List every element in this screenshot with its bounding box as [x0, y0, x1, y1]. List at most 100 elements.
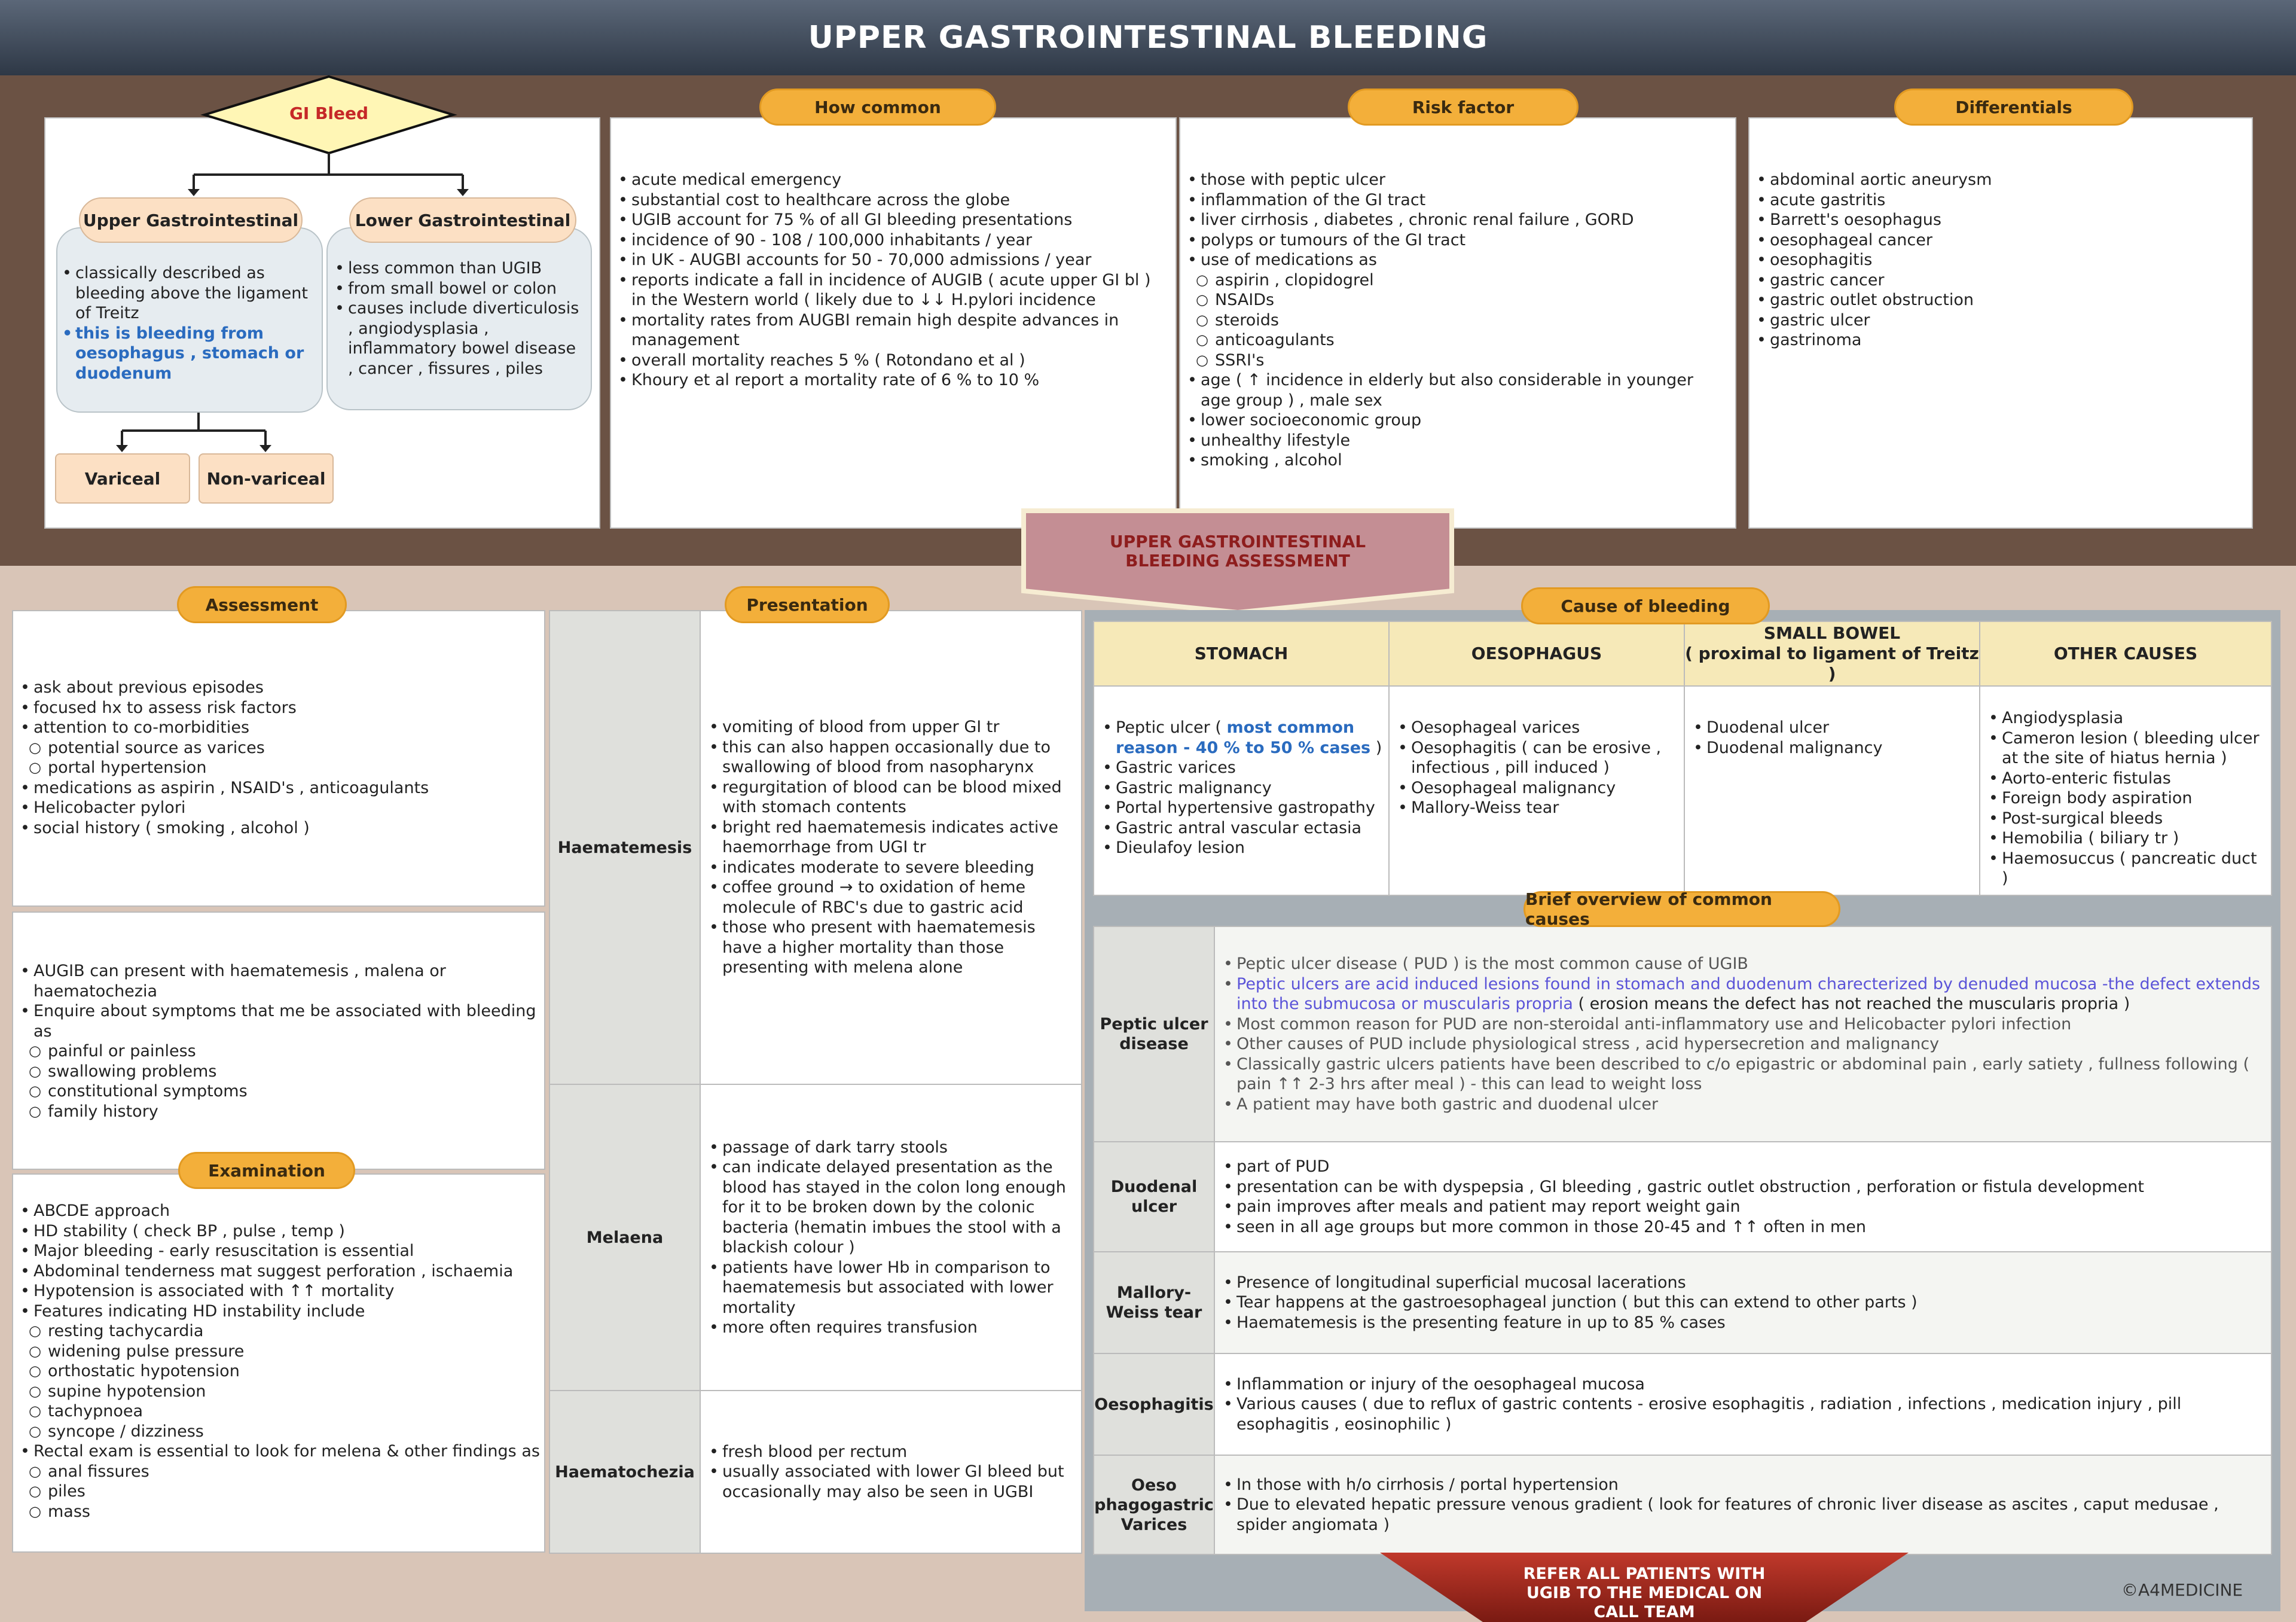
cause-stomach-item: Gastric malignancy: [1103, 778, 1384, 798]
cause-oesophagus-item: Mallory-Weiss tear: [1398, 798, 1679, 818]
differentials-label: Differentials: [1894, 89, 2133, 126]
pud-highlight: Peptic ulcers are acid induced lesions f…: [1236, 974, 2261, 1014]
risk-factor-list: those with peptic ulcer inflammation of …: [1187, 170, 1726, 471]
presentation-item: this can also happen occasionally due to…: [709, 737, 1074, 778]
assessment-banner-shape: [1021, 508, 1454, 615]
assessment-item: focused hx to assess risk factors: [20, 698, 541, 718]
risk-item: age ( ↑ incidence in elderly but also co…: [1187, 370, 1726, 410]
exam-item: Major bleeding - early resuscitation is …: [20, 1241, 543, 1261]
cause-table: STOMACH OESOPHAGUS SMALL BOWEL ( proxima…: [1093, 621, 2272, 896]
non-variceal-node: Non-variceal: [199, 453, 334, 504]
presentation-item: bright red haematemesis indicates active…: [709, 818, 1074, 858]
how-common-item: UGIB account for 75 % of all GI bleeding…: [618, 210, 1168, 230]
presentation-item: vomiting of blood from upper GI tr: [709, 717, 1074, 737]
duodenal-item: part of PUD: [1223, 1157, 2264, 1177]
assessment-item: attention to co-morbidities: [20, 718, 541, 738]
symptom-subitem: constitutional symptoms: [20, 1081, 542, 1102]
duodenal-item: presentation can be with dyspepsia , GI …: [1223, 1177, 2264, 1197]
overview-label-oesophagitis: Oesophagitis: [1093, 1353, 1215, 1456]
cause-small-bowel-item: Duodenal malignancy: [1693, 738, 1974, 758]
symptoms-list: AUGIB can present with haematemesis , ma…: [20, 961, 542, 1121]
varices-item: In those with h/o cirrhosis / portal hyp…: [1223, 1475, 2264, 1495]
upper-gi-highlight: this is bleeding from oesophagus , stoma…: [62, 324, 316, 384]
cause-highlight: most common reason - 40 % to 50 % cases: [1116, 718, 1371, 757]
how-common-item: acute medical emergency: [618, 170, 1168, 190]
cause-small-bowel-cell: Duodenal ulcer Duodenal malignancy: [1684, 685, 1980, 896]
cause-header-other: OTHER CAUSES: [1979, 621, 2272, 687]
page-title: UPPER GASTROINTESTINAL BLEEDING: [0, 0, 2296, 75]
exam-item: ABCDE approach: [20, 1201, 543, 1221]
variceal-node: Variceal: [55, 453, 190, 504]
pud-item: Classically gastric ulcers patients have…: [1223, 1054, 2264, 1094]
lower-gi-item: causes include diverticulosis , angiodys…: [335, 298, 586, 379]
overview-oesophagitis-body: Inflammation or injury of the oesophagea…: [1214, 1353, 2272, 1456]
symptom-item: Enquire about symptoms that me be associ…: [20, 1001, 542, 1041]
examination-list: ABCDE approach HD stability ( check BP ,…: [20, 1201, 543, 1522]
cause-stomach-item: Gastric varices: [1103, 758, 1384, 778]
oesophagitis-item: Inflammation or injury of the oesophagea…: [1223, 1374, 2264, 1395]
assessment-item: medications as aspirin , NSAID's , antic…: [20, 778, 541, 798]
symptom-item: AUGIB can present with haematemesis , ma…: [20, 961, 542, 1001]
cause-other-item: Post-surgical bleeds: [1989, 809, 2266, 829]
cause-header-stomach: STOMACH: [1093, 621, 1390, 687]
exam-subitem: supine hypotension: [20, 1382, 543, 1402]
presentation-item: coffee ground → to oxidation of heme mol…: [709, 877, 1074, 917]
cause-stomach-cell: Peptic ulcer ( most common reason - 40 %…: [1093, 685, 1390, 896]
cause-other-item: Hemobilia ( biliary tr ): [1989, 828, 2266, 849]
how-common-item: mortality rates from AUGBI remain high d…: [618, 310, 1168, 350]
upper-gi-list: classically described as bleeding above …: [62, 263, 316, 383]
how-common-item: reports indicate a fall in incidence of …: [618, 270, 1168, 310]
differential-item: Barrett's oesophagus: [1757, 210, 2241, 230]
differential-item: gastric cancer: [1757, 270, 2241, 291]
upper-gi-label: Upper Gastrointestinal: [79, 197, 303, 243]
pud-item: Most common reason for PUD are non-stero…: [1223, 1014, 2264, 1035]
exam-subitem: orthostatic hypotension: [20, 1361, 543, 1382]
cause-stomach-first: Peptic ulcer ( most common reason - 40 %…: [1103, 718, 1384, 758]
exam-item: Rectal exam is essential to look for mel…: [20, 1441, 543, 1462]
overview-pud-body: Peptic ulcer disease ( PUD ) is the most…: [1214, 926, 2272, 1142]
presentation-row-label: Haematemesis: [549, 610, 701, 1085]
differential-item: abdominal aortic aneurysm: [1757, 170, 2241, 190]
symptom-subitem: family history: [20, 1102, 542, 1122]
assessment-label: Assessment: [177, 586, 347, 623]
differential-item: oesophagitis: [1757, 250, 2241, 270]
exam-subitem: resting tachycardia: [20, 1321, 543, 1341]
cause-other-item: Aorto-enteric fistulas: [1989, 769, 2266, 789]
lower-gi-label: Lower Gastrointestinal: [349, 197, 576, 243]
differential-item: gastrinoma: [1757, 330, 2241, 350]
how-common-item: Khoury et al report a mortality rate of …: [618, 370, 1168, 391]
exam-subitem: anal fissures: [20, 1462, 543, 1482]
oesophagitis-item: Various causes ( due to reflux of gastri…: [1223, 1394, 2264, 1434]
how-common-item: overall mortality reaches 5 % ( Rotondan…: [618, 350, 1168, 371]
risk-item: polyps or tumours of the GI tract: [1187, 230, 1726, 251]
mallory-item: Haematemesis is the presenting feature i…: [1223, 1313, 2264, 1333]
differential-item: oesophageal cancer: [1757, 230, 2241, 251]
presentation-item: patients have lower Hb in comparison to …: [709, 1258, 1074, 1318]
symptom-subitem: painful or painless: [20, 1041, 542, 1062]
presentation-row-label: Haematochezia: [549, 1390, 701, 1554]
copyright: ©A4MEDICINE: [2121, 1580, 2243, 1600]
overview-table: Peptic ulcer disease Peptic ulcer diseas…: [1093, 926, 2272, 1555]
assessment-banner: UPPER GASTROINTESTINAL BLEEDING ASSESSME…: [1109, 532, 1366, 571]
differential-item: gastric ulcer: [1757, 310, 2241, 331]
lower-gi-item: less common than UGIB: [335, 258, 586, 279]
refer-banner-shape: [1380, 1553, 1909, 1622]
risk-subitem: SSRI's: [1187, 350, 1726, 371]
overview-duodenal-body: part of PUD presentation can be with dys…: [1214, 1141, 2272, 1252]
risk-item: those with peptic ulcer: [1187, 170, 1726, 190]
risk-item: smoking , alcohol: [1187, 450, 1726, 471]
overview-label: Brief overview of common causes: [1523, 889, 1840, 929]
assessment-item: ask about previous episodes: [20, 678, 541, 698]
overview-varices-body: In those with h/o cirrhosis / portal hyp…: [1214, 1455, 2272, 1555]
pud-item: A patient may have both gastric and duod…: [1223, 1094, 2264, 1115]
overview-label-varices: Oeso phagogastric Varices: [1093, 1455, 1215, 1555]
cause-stomach-item: Gastric antral vascular ectasia: [1103, 818, 1384, 839]
risk-item: use of medications as: [1187, 250, 1726, 270]
presentation-label: Presentation: [725, 586, 890, 623]
assessment-list: ask about previous episodes focused hx t…: [20, 678, 541, 838]
presentation-row-body: passage of dark tarry stools can indicat…: [700, 1084, 1082, 1391]
overview-label-duodenal: Duodenal ulcer: [1093, 1141, 1215, 1252]
cause-stomach-item: Portal hypertensive gastropathy: [1103, 798, 1384, 818]
mallory-item: Tear happens at the gastroesophageal jun…: [1223, 1292, 2264, 1313]
upper-gi-item: classically described as bleeding above …: [62, 263, 316, 324]
